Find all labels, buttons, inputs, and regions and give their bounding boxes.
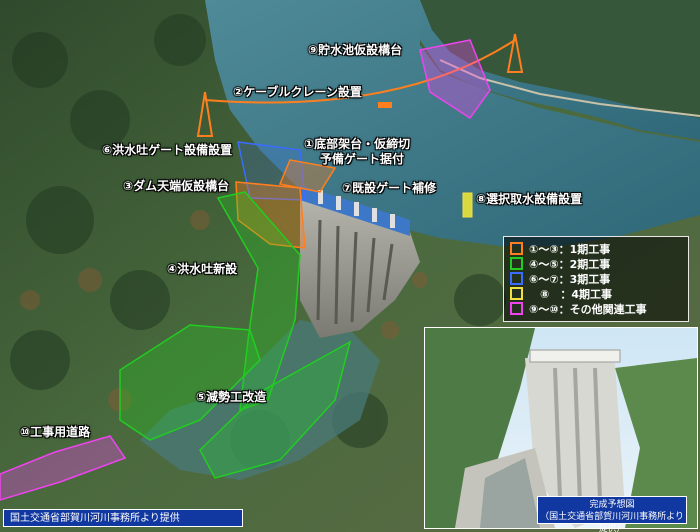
label-bottom-frame-1: ①底部架台・仮締切 [304,137,411,151]
legend-row-phase4: ⑧ ：4期工事 [510,286,682,301]
autumn-trees [20,210,428,412]
legend-row-phase3: ⑥〜⑦：3期工事 [510,271,682,286]
inset-caption-title: 完成予想図 [589,500,635,510]
legend-text: ④〜⑤：2期工事 [529,257,611,271]
cable-crane-tower-left [196,91,214,137]
legend-swatch [510,272,523,285]
cable-crane-trolley [378,102,392,108]
completion-rendering [425,328,697,528]
cable-crane-tower-right [506,33,524,73]
legend-text: ⑨〜⑩：その他関連工事 [529,302,647,316]
shore-road [439,59,700,117]
crest-temp-platform-shape [235,181,306,249]
completion-rendering-inset [424,327,698,529]
energy-dissipator-shape-a [119,324,261,441]
dam-spillway-stripes [316,219,394,325]
label-crest-temp-platform: ③ダム天端仮設構台 [123,179,230,193]
inset-hill-left [425,328,535,528]
reservoir-lake [205,0,700,246]
bottom-frame-shape [278,159,337,193]
energy-dissipator-shape-b [199,340,352,479]
inset-spillway [553,367,602,504]
inset-dam-crest [529,349,621,363]
label-construction-road: ⑩工事用道路 [20,425,91,439]
inset-caption-source: （国土交通省部賀川河川事務所より提供） [540,512,684,532]
inset-caption: 完成予想図 （国土交通省部賀川河川事務所より提供） [537,496,687,532]
legend-swatch [510,287,523,300]
label-cable-crane: ②ケーブルクレーン設置 [233,85,362,99]
reservoir-temp-platform-shape [419,39,491,120]
legend-text: ①〜③：1期工事 [529,242,611,256]
far-shore-forest [420,0,700,118]
legend-text: ⑧ ：4期工事 [529,287,612,301]
legend-swatch [510,302,523,315]
legend-swatch [510,257,523,270]
label-spillway-gate-equipment: ⑥洪水吐ゲート設備設置 [102,143,233,157]
photo-credit: 国土交通省部賀川河川事務所より提供 [3,509,243,527]
phase-legend: ①〜③：1期工事 ④〜⑤：2期工事 ⑥〜⑦：3期工事 ⑧ ：4期工事 ⑨〜⑩：そ… [503,236,689,322]
legend-row-other: ⑨〜⑩：その他関連工事 [510,301,682,316]
new-spillway-shape [216,191,301,412]
legend-row-phase2: ④〜⑤：2期工事 [510,256,682,271]
legend-row-phase1: ①〜③：1期工事 [510,241,682,256]
cable-crane-line [204,39,516,104]
legend-swatch [510,242,523,255]
label-existing-gate-repair: ⑦既設ゲート補修 [342,181,437,195]
construction-road-shape [0,435,127,501]
legend-text: ⑥〜⑦：3期工事 [529,272,611,286]
downstream-river [140,320,380,480]
intake-facility-marker [462,192,473,218]
label-new-spillway: ④洪水吐新設 [167,262,238,276]
label-selective-intake: ⑧選択取水設備設置 [476,192,583,206]
inset-hill-right [615,358,697,528]
label-reservoir-temp-platform: ⑨貯水池仮設構台 [308,43,403,57]
inset-channel [480,458,540,528]
label-energy-dissipator: ⑤減勢工改造 [196,390,267,404]
label-bottom-frame-2: 予備ゲート据付 [320,152,405,166]
gate-piers [318,190,395,228]
